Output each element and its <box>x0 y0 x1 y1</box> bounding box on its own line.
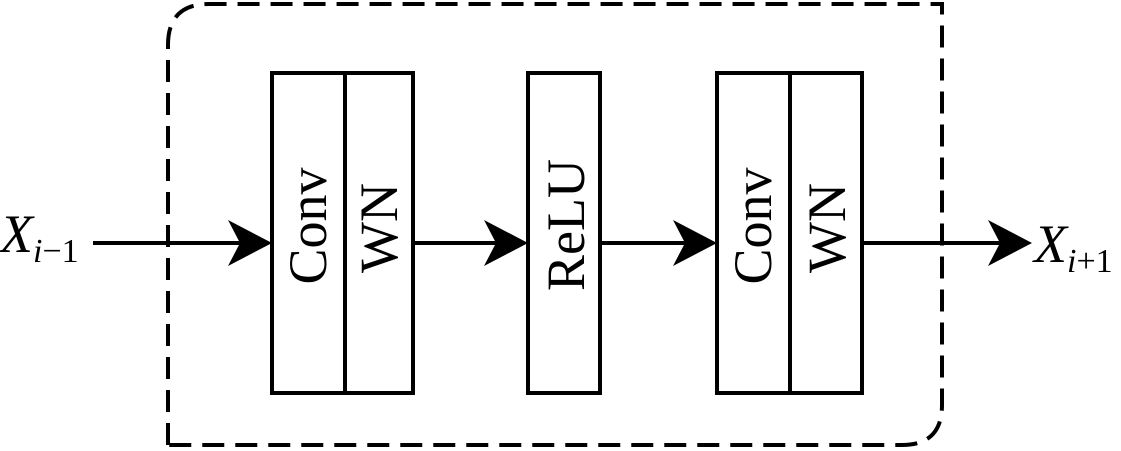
dashed-container <box>166 2 944 447</box>
conv-label-2: Conv <box>723 167 783 284</box>
relu-block <box>526 71 602 395</box>
conv-label-1: Conv <box>278 167 338 284</box>
input-variable: Xi−1 <box>0 204 79 270</box>
arrowhead-to-relu <box>484 220 528 266</box>
wn-label-2: WN <box>797 183 857 273</box>
conv-block-1 <box>270 71 347 395</box>
wn-block-2 <box>788 71 864 395</box>
output-variable: Xi+1 <box>1032 214 1113 280</box>
arrowhead-to-conv-2 <box>673 220 717 266</box>
relu-label: ReLU <box>536 159 596 291</box>
wn-label-1: WN <box>349 183 409 273</box>
input-arrowhead <box>228 220 272 266</box>
output-arrowhead <box>988 220 1032 266</box>
wn-block-1 <box>343 71 415 395</box>
